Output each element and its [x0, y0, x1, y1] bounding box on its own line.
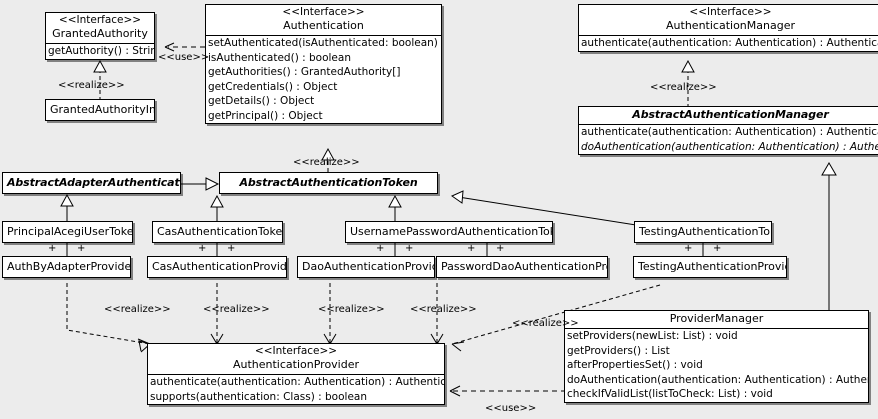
label-realize-cas-provider: <<realize>> [203, 304, 270, 315]
association-visibility-marker: + [713, 243, 722, 254]
association-visibility-marker: + [684, 243, 693, 254]
methods-compartment: authenticate(authentication: Authenticat… [579, 35, 878, 51]
class-name: AuthByAdapterProvider [7, 260, 131, 273]
label-use-provider-manager: <<use>> [485, 403, 537, 414]
class-name: TestingAuthenticationProvider [638, 260, 787, 273]
class-name: AbstractAuthenticationToken [239, 176, 418, 189]
class-name: UsernamePasswordAuthenticationToken [350, 225, 553, 238]
association-visibility-marker: + [496, 243, 505, 254]
class-name: DaoAuthenticationProvider [302, 260, 434, 273]
association-visibility-marker: + [48, 243, 57, 254]
class-authentication-manager[interactable]: <<Interface>> AuthenticationManager auth… [578, 4, 878, 52]
method-item: getAuthorities() : GrantedAuthority[] [208, 66, 401, 78]
association-visibility-marker: + [467, 243, 476, 254]
method-item: setProviders(newList: List) : void [567, 330, 738, 342]
label-realize-testing-provider: <<realize>> [512, 318, 579, 329]
method-item: authenticate(authentication: Authenticat… [150, 376, 445, 388]
class-name: GrantedAuthority [52, 27, 148, 40]
class-header: <<Interface>> AuthenticationManager [579, 5, 878, 35]
class-abstract-authentication-manager[interactable]: AbstractAuthenticationManager authentica… [578, 106, 878, 155]
label-use-granted-authority: <<use>> [158, 52, 210, 63]
class-name: AbstractAuthenticationManager [632, 108, 829, 121]
association-visibility-marker: + [77, 243, 86, 254]
class-authentication[interactable]: <<Interface>> Authentication setAuthenti… [205, 4, 442, 124]
class-header: <<Interface>> Authentication [206, 5, 441, 35]
class-name: PrincipalAcegiUserToken [7, 225, 133, 238]
method-item: doAuthentication(authentication: Authent… [581, 140, 878, 153]
class-header: <<Interface>> AuthenticationProvider [148, 344, 444, 374]
association-visibility-marker: + [227, 243, 236, 254]
stereotype-label: <<Interface>> [282, 6, 365, 18]
class-principal-acegi-user-token[interactable]: PrincipalAcegiUserToken [2, 221, 133, 243]
methods-compartment: authenticate(authentication: Authenticat… [579, 124, 878, 154]
label-realize-auth-by-adapter: <<realize>> [104, 304, 171, 315]
association-visibility-marker: + [198, 243, 207, 254]
class-name: GrantedAuthorityImpl [50, 103, 154, 116]
methods-compartment: authenticate(authentication: Authenticat… [148, 374, 444, 404]
association-visibility-marker: + [405, 243, 414, 254]
class-name: AbstractAdapterAuthenticationToken [7, 176, 180, 189]
class-username-password-authentication-token[interactable]: UsernamePasswordAuthenticationToken [345, 221, 553, 243]
label-realize-abstract-auth-token: <<realize>> [293, 157, 360, 168]
class-abstract-authentication-token[interactable]: AbstractAuthenticationToken [219, 172, 438, 194]
method-item: authenticate(authentication: Authenticat… [581, 37, 878, 49]
label-realize-granted-authority-impl: <<realize>> [58, 80, 125, 91]
class-cas-authentication-provider[interactable]: CasAuthenticationProvider [147, 256, 287, 278]
method-item: getDetails() : Object [208, 95, 315, 107]
class-testing-authentication-provider[interactable]: TestingAuthenticationProvider [633, 256, 787, 278]
method-item: doAuthentication(authentication: Authent… [567, 373, 868, 386]
class-header: ProviderManager [565, 311, 868, 328]
class-name: PasswordDaoAuthenticationProvider [441, 260, 607, 273]
method-item: getProviders() : List [567, 344, 670, 357]
method-item: getPrincipal() : Object [208, 109, 323, 122]
methods-compartment: setProviders(newList: List) : void getPr… [565, 328, 868, 402]
class-authentication-provider[interactable]: <<Interface>> AuthenticationProvider aut… [147, 343, 445, 405]
class-cas-authentication-token[interactable]: CasAuthenticationToken [152, 221, 283, 243]
method-item: isAuthenticated() : boolean [208, 51, 351, 64]
method-item: supports(authentication: Class) : boolea… [150, 390, 367, 403]
class-name: AuthenticationProvider [232, 358, 360, 371]
class-provider-manager[interactable]: ProviderManager setProviders(newList: Li… [564, 310, 869, 403]
method-item: getCredentials() : Object [208, 80, 338, 93]
class-name: CasAuthenticationToken [157, 225, 283, 238]
methods-compartment: setAuthenticated(isAuthenticated: boolea… [206, 35, 441, 123]
methods-compartment: getAuthority() : String [46, 43, 154, 59]
label-realize-password-dao-provider: <<realize>> [410, 304, 477, 315]
stereotype-label: <<Interface>> [58, 14, 142, 26]
class-password-dao-authentication-provider[interactable]: PasswordDaoAuthenticationProvider [436, 256, 608, 278]
class-name: TestingAuthenticationToken [639, 225, 771, 238]
class-name: CasAuthenticationProvider [152, 260, 287, 273]
class-abstract-adapter-authentication-token[interactable]: AbstractAdapterAuthenticationToken [2, 172, 181, 194]
stereotype-label: <<Interface>> [689, 6, 772, 18]
method-item: authenticate(authentication: Authenticat… [581, 126, 878, 138]
label-realize-abstract-auth-manager: <<realize>> [650, 82, 717, 93]
class-header: <<Interface>> GrantedAuthority [46, 13, 154, 43]
method-item: checkIfValidList(listToCheck: List) : vo… [567, 388, 773, 400]
method-item: getAuthority() : String [48, 45, 155, 57]
class-granted-authority-impl[interactable]: GrantedAuthorityImpl [45, 99, 155, 121]
association-visibility-marker: + [376, 243, 385, 254]
class-header: AbstractAuthenticationManager [579, 107, 878, 124]
class-testing-authentication-token[interactable]: TestingAuthenticationToken [634, 221, 772, 243]
method-item: afterPropertiesSet() : void [567, 359, 703, 371]
class-auth-by-adapter-provider[interactable]: AuthByAdapterProvider [2, 256, 131, 278]
class-name: ProviderManager [669, 312, 764, 325]
class-name: AuthenticationManager [666, 19, 795, 32]
method-item: setAuthenticated(isAuthenticated: boolea… [208, 37, 441, 49]
stereotype-label: <<Interface>> [254, 345, 338, 357]
class-name: Authentication [283, 19, 364, 32]
label-realize-dao-provider: <<realize>> [318, 304, 385, 315]
class-dao-authentication-provider[interactable]: DaoAuthenticationProvider [297, 256, 435, 278]
class-granted-authority[interactable]: <<Interface>> GrantedAuthority getAuthor… [45, 12, 155, 60]
